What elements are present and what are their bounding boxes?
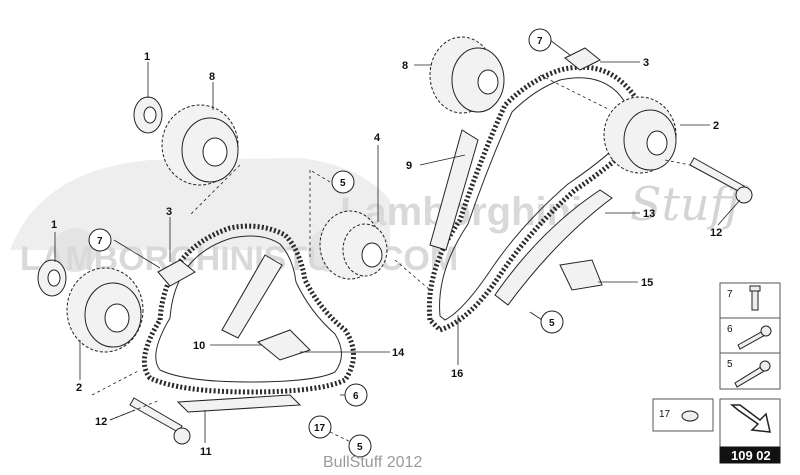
chain-guide-right xyxy=(494,189,613,306)
legend-item-7: 7 xyxy=(727,289,733,300)
bearing-left xyxy=(37,259,67,297)
label-4: 4 xyxy=(374,132,381,144)
watermark-url: LAMBORGHINISTUFF.COM xyxy=(20,240,458,278)
callout-17 xyxy=(308,415,332,439)
chain-guide-center xyxy=(221,254,283,339)
chain-guide-vertical xyxy=(429,129,479,251)
label-5-right: 5 xyxy=(549,318,555,329)
hardware-legend: 7 6 5 xyxy=(719,282,781,390)
intermediate-gear-center xyxy=(319,210,388,280)
bolt-angled-icon xyxy=(737,325,772,350)
arrow-icon xyxy=(729,404,771,433)
camshaft-adjuster-top-left xyxy=(161,104,239,186)
callout-5-right xyxy=(540,310,564,334)
label-3-left: 3 xyxy=(166,206,172,218)
camshaft-adjuster-left xyxy=(66,267,144,353)
bolt-left xyxy=(129,397,191,445)
label-1-top: 1 xyxy=(144,51,150,63)
label-13: 13 xyxy=(643,208,655,220)
washer-icon xyxy=(681,410,699,422)
callout-7-left xyxy=(88,228,112,252)
label-5-center: 5 xyxy=(340,178,346,189)
label-17-mid: 17 xyxy=(314,423,326,434)
label-2-left: 2 xyxy=(76,382,82,394)
label-12-right: 12 xyxy=(710,227,722,239)
washer-legend: 17 xyxy=(652,398,714,432)
left-timing-chain xyxy=(141,223,356,395)
callout-7-right xyxy=(528,28,552,52)
label-7-left: 7 xyxy=(97,236,103,247)
right-timing-chain xyxy=(426,64,646,333)
chain-tensioner-top-right xyxy=(564,47,601,71)
label-8-top: 8 xyxy=(209,71,215,83)
label-5-bottom: 5 xyxy=(357,442,363,453)
bearing-top-left xyxy=(133,96,163,134)
callout-5-center xyxy=(331,170,355,194)
camshaft-adjuster-right xyxy=(603,96,677,174)
label-7-right: 7 xyxy=(537,36,543,47)
label-8-right: 8 xyxy=(402,60,408,72)
part-labels: 1 8 3 7 1 2 12 11 17 5 6 14 10 5 4 9 8 7… xyxy=(51,36,722,458)
label-2-right: 2 xyxy=(713,120,719,132)
leader-lines xyxy=(54,39,741,445)
callout-5-bottom xyxy=(348,434,372,458)
label-15: 15 xyxy=(641,277,653,289)
callout-circles xyxy=(88,28,564,458)
legend-single-17: 17 xyxy=(659,409,671,420)
callout-6 xyxy=(344,383,368,407)
camshaft-adjuster-top-right xyxy=(429,36,505,114)
legend-item-6: 6 xyxy=(727,324,733,335)
tensioner-right xyxy=(559,259,603,291)
tensioner-center xyxy=(257,329,311,361)
bolt-small-icon xyxy=(749,285,761,311)
chain-tensioner-left xyxy=(157,259,196,287)
label-10: 10 xyxy=(193,340,205,352)
label-11: 11 xyxy=(200,446,212,458)
label-16: 16 xyxy=(451,368,463,380)
bolt-right xyxy=(689,157,753,204)
reference-box: 109 02 xyxy=(719,398,781,464)
bolt-long-icon xyxy=(734,360,771,388)
reference-number: 109 02 xyxy=(731,448,771,463)
legend-item-5: 5 xyxy=(727,359,733,370)
label-1-left: 1 xyxy=(51,219,57,231)
footer-text: BullStuff 2012 xyxy=(323,454,422,471)
chain-guide-bottom xyxy=(176,394,302,413)
label-9: 9 xyxy=(406,160,412,172)
label-3-right: 3 xyxy=(643,57,649,69)
label-6: 6 xyxy=(353,391,359,402)
label-12-left: 12 xyxy=(95,416,107,428)
label-14: 14 xyxy=(392,347,405,359)
